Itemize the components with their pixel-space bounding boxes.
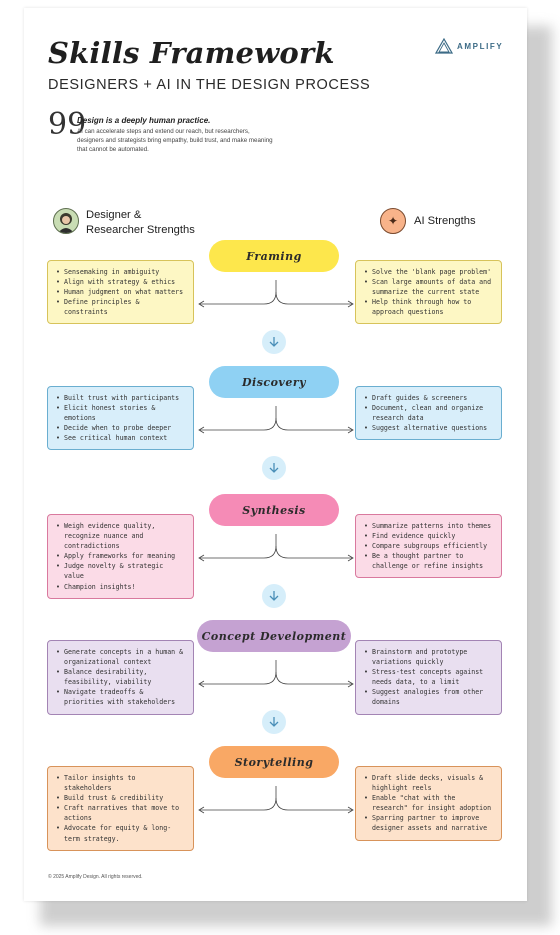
strength-item: Suggest alternative questions (364, 423, 495, 433)
strength-item: See critical human context (56, 433, 187, 443)
strength-item: Navigate tradeoffs & priorities with sta… (56, 687, 187, 707)
logo-text: AMPLIFY (457, 41, 504, 51)
strength-item: Balance desirability, feasibility, viabi… (56, 667, 187, 687)
designer-heading-line2: Researcher Strengths (86, 224, 195, 236)
framework-page: Skills Framework DESIGNERS + AI IN THE D… (24, 8, 527, 901)
stage-pill-3: Concept Development (197, 620, 351, 652)
strength-item: Align with strategy & ethics (56, 277, 187, 287)
strength-item: Stress-test concepts against needs data,… (364, 667, 495, 687)
strength-item: Enable "chat with the research" for insi… (364, 793, 495, 813)
stage-connector-1 (198, 406, 354, 434)
strength-item: Draft guides & screeners (364, 393, 495, 403)
designer-heading-line1: Designer & (86, 209, 142, 221)
stage-pill-2: Synthesis (209, 494, 339, 526)
ai-column-heading: AI Strengths (414, 215, 476, 227)
strength-item: Document, clean and organize research da… (364, 403, 495, 423)
strength-list: Draft slide decks, visuals & highlight r… (364, 773, 495, 834)
designer-box-2: Weigh evidence quality, recognize nuance… (47, 514, 194, 599)
strength-item: Decide when to probe deeper (56, 423, 187, 433)
strength-item: Find evidence quickly (364, 531, 495, 541)
ai-sparkle-icon: ✦ (380, 208, 406, 234)
strength-item: Tailor insights to stakeholders (56, 773, 187, 793)
strength-item: Built trust with participants (56, 393, 187, 403)
strength-item: Sensemaking in ambiguity (56, 267, 187, 277)
strength-item: Draft slide decks, visuals & highlight r… (364, 773, 495, 793)
strength-list: Built trust with participantsElicit hone… (56, 393, 187, 444)
strength-item: Craft narratives that move to actions (56, 803, 187, 823)
strength-item: Brainstorm and prototype variations quic… (364, 647, 495, 667)
stage-connector-2 (198, 534, 354, 562)
quote-body: AI can accelerate steps and extend our r… (77, 128, 273, 153)
quote-headline: Design is a deeply human practice. (77, 116, 211, 125)
ai-box-4: Draft slide decks, visuals & highlight r… (355, 766, 502, 841)
page-title: Skills Framework (48, 36, 335, 70)
strength-item: Build trust & credibility (56, 793, 187, 803)
down-arrow-icon (262, 330, 286, 354)
strength-item: Help think through how to approach quest… (364, 297, 495, 317)
stage-connector-3 (198, 660, 354, 688)
copyright-footer: © 2025 Amplify Design. All rights reserv… (48, 874, 143, 880)
ai-box-3: Brainstorm and prototype variations quic… (355, 640, 502, 715)
designer-box-3: Generate concepts in a human & organizat… (47, 640, 194, 715)
designer-column-heading: Designer & Researcher Strengths (86, 208, 195, 238)
strength-item: Weigh evidence quality, recognize nuance… (56, 521, 187, 551)
stage-pill-4: Storytelling (209, 746, 339, 778)
strength-item: Compare subgroups efficiently (364, 541, 495, 551)
strength-item: Generate concepts in a human & organizat… (56, 647, 187, 667)
strength-item: Sparring partner to improve designer ass… (364, 813, 495, 833)
strength-item: Human judgment on what matters (56, 287, 187, 297)
down-arrow-icon (262, 456, 286, 480)
strength-item: Summarize patterns into themes (364, 521, 495, 531)
designer-avatar-icon (53, 208, 79, 234)
strength-item: Elicit honest stories & emotions (56, 403, 187, 423)
ai-box-2: Summarize patterns into themesFind evide… (355, 514, 502, 579)
stage-pill-1: Discovery (209, 366, 339, 398)
designer-box-0: Sensemaking in ambiguityAlign with strat… (47, 260, 194, 325)
down-arrow-icon (262, 584, 286, 608)
strength-item: Suggest analogies from other domains (364, 687, 495, 707)
strength-item: Define principles & constraints (56, 297, 187, 317)
stage-pill-0: Framing (209, 240, 339, 272)
strength-item: Apply frameworks for meaning (56, 551, 187, 561)
strength-list: Solve the 'blank page problem'Scan large… (364, 267, 495, 317)
strength-item: Champion insights! (56, 582, 187, 592)
designer-box-4: Tailor insights to stakeholdersBuild tru… (47, 766, 194, 851)
triangle-logo-icon (435, 38, 453, 54)
designer-box-1: Built trust with participantsElicit hone… (47, 386, 194, 451)
strength-item: Solve the 'blank page problem' (364, 267, 495, 277)
strength-item: Advocate for equity & long-term strategy… (56, 823, 187, 843)
page-subtitle: DESIGNERS + AI IN THE DESIGN PROCESS (48, 77, 371, 93)
strength-list: Sensemaking in ambiguityAlign with strat… (56, 267, 187, 317)
strength-list: Summarize patterns into themesFind evide… (364, 521, 495, 571)
ai-box-0: Solve the 'blank page problem'Scan large… (355, 260, 502, 325)
strength-list: Generate concepts in a human & organizat… (56, 647, 187, 708)
strength-list: Draft guides & screenersDocument, clean … (364, 393, 495, 433)
strength-list: Tailor insights to stakeholdersBuild tru… (56, 773, 187, 844)
strength-list: Weigh evidence quality, recognize nuance… (56, 521, 187, 592)
stage-connector-4 (198, 786, 354, 814)
strength-item: Judge novelty & strategic value (56, 561, 187, 581)
quote-icon: 99 (48, 107, 87, 142)
strength-item: Be a thought partner to challenge or ref… (364, 551, 495, 571)
strength-list: Brainstorm and prototype variations quic… (364, 647, 495, 708)
strength-item: Scan large amounts of data and summarize… (364, 277, 495, 297)
down-arrow-icon (262, 710, 286, 734)
amplify-logo: AMPLIFY (435, 38, 503, 54)
stage-connector-0 (198, 280, 354, 308)
ai-box-1: Draft guides & screenersDocument, clean … (355, 386, 502, 441)
